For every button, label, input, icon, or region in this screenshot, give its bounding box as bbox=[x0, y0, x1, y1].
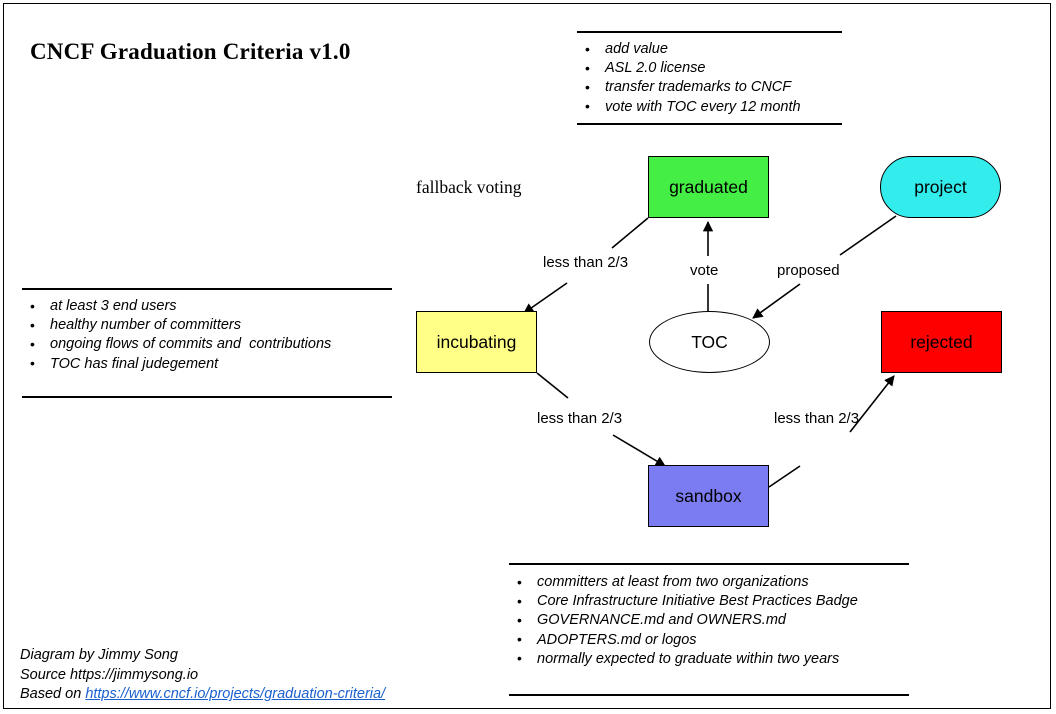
cncf-graduation-criteria-link[interactable]: https://www.cncf.io/projects/graduation-… bbox=[85, 686, 386, 702]
list-item: ongoing flows of commits and contributio… bbox=[22, 335, 392, 354]
node-label: project bbox=[914, 176, 967, 197]
node-toc[interactable]: TOC bbox=[649, 311, 770, 373]
note-list: add value ASL 2.0 license transfer trade… bbox=[577, 39, 842, 117]
node-label: sandbox bbox=[675, 485, 742, 506]
node-label: incubating bbox=[436, 331, 517, 352]
list-item: healthy number of committers bbox=[22, 316, 392, 335]
note-list: at least 3 end users healthy number of c… bbox=[22, 296, 392, 374]
list-item: ASL 2.0 license bbox=[577, 59, 842, 78]
node-label: TOC bbox=[691, 331, 728, 352]
credits: Diagram by Jimmy Song Source https://jim… bbox=[20, 646, 385, 705]
list-item: Core Infrastructure Initiative Best Prac… bbox=[509, 592, 909, 611]
note-graduation-requirements: add value ASL 2.0 license transfer trade… bbox=[577, 31, 842, 125]
credits-based-on-prefix: Based on bbox=[20, 686, 86, 702]
node-rejected[interactable]: rejected bbox=[881, 311, 1002, 373]
note-sandbox-criteria: committers at least from two organizatio… bbox=[509, 563, 909, 697]
page-title: CNCF Graduation Criteria v1.0 bbox=[30, 39, 351, 64]
note-incubating-criteria: at least 3 end users healthy number of c… bbox=[22, 288, 392, 398]
node-sandbox[interactable]: sandbox bbox=[648, 465, 769, 527]
edge-label-sandbox-to-rejected: less than 2/3 bbox=[774, 410, 860, 427]
credits-based-on: Based on https://www.cncf.io/projects/gr… bbox=[20, 685, 385, 705]
node-project[interactable]: project bbox=[880, 156, 1001, 218]
edge-label-toc-to-graduated: vote bbox=[690, 262, 719, 279]
list-item: GOVERNANCE.md and OWNERS.md bbox=[509, 611, 909, 630]
list-item: normally expected to graduate within two… bbox=[509, 649, 909, 669]
credits-author: Diagram by Jimmy Song bbox=[20, 647, 178, 663]
node-label: graduated bbox=[669, 176, 748, 197]
list-item: ADOPTERS.md or logos bbox=[509, 630, 909, 650]
list-item: TOC has final judegement bbox=[22, 354, 392, 374]
list-item: committers at least from two organizatio… bbox=[509, 572, 909, 592]
edge-label-project-to-toc: proposed bbox=[777, 262, 840, 279]
node-label: rejected bbox=[910, 331, 973, 352]
annotation-fallback-voting: fallback voting bbox=[416, 177, 522, 197]
list-item: vote with TOC every 12 month bbox=[577, 97, 842, 117]
edge-label-incubating-to-sandbox: less than 2/3 bbox=[537, 410, 623, 427]
node-graduated[interactable]: graduated bbox=[648, 156, 769, 218]
node-incubating[interactable]: incubating bbox=[416, 311, 537, 373]
note-list: committers at least from two organizatio… bbox=[509, 572, 909, 669]
canvas-border bbox=[3, 3, 1051, 709]
credits-source: Source https://jimmysong.io bbox=[20, 666, 199, 683]
list-item: add value bbox=[577, 39, 842, 59]
list-item: transfer trademarks to CNCF bbox=[577, 78, 842, 97]
list-item: at least 3 end users bbox=[22, 296, 392, 316]
edge-label-graduated-to-incubating: less than 2/3 bbox=[543, 254, 629, 271]
